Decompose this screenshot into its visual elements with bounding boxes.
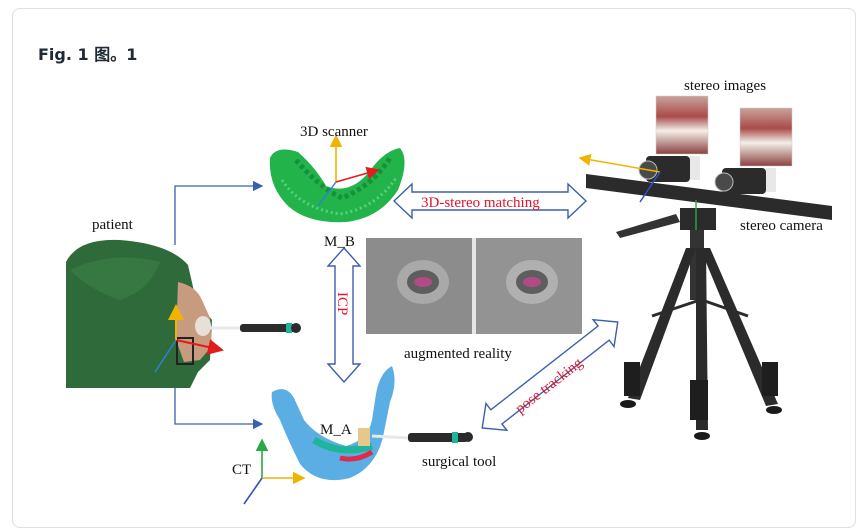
matching-arrow [392,182,588,220]
ma-label: M_A [320,422,352,438]
pose-tracking-arrow [481,318,619,432]
stereo-image-right [739,107,793,167]
stereo-image-left [655,95,709,155]
augmented-reality-image [366,238,582,334]
scanner-model [269,134,405,223]
patient-photo [66,239,224,388]
mandible-model [271,366,411,481]
stereo-camera-label: stereo camera [740,218,823,234]
ct-axes [243,438,306,505]
stereo-camera-tripod [578,153,832,440]
surgical-tool-label: surgical tool [422,454,496,470]
patient-tool-icon [210,323,301,333]
icp-arrow [326,246,362,384]
patient-label: patient [92,217,134,233]
figure-caption: Fig. 1 图。1 [38,45,138,64]
scanner-label: 3D scanner [300,124,368,140]
icp-label: ICP [334,292,350,315]
stereo-images-label: stereo images [684,78,766,94]
figure-diagram: patient 3D scanner M_B 3D-stereo matchin… [66,78,832,505]
mb-label: M_B [324,234,355,250]
ct-label: CT [232,462,251,478]
matching-label: 3D-stereo matching [421,195,540,211]
augmented-reality-label: augmented reality [404,346,512,362]
surgical-tool-icon [408,432,473,443]
